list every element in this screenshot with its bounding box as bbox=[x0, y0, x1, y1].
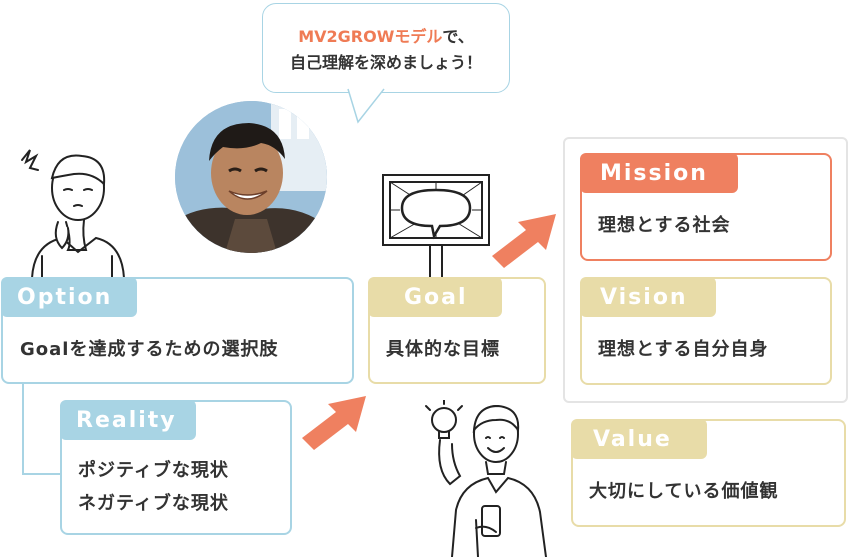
goal-label: Goal bbox=[368, 277, 502, 317]
mission-label: Mission bbox=[580, 153, 738, 193]
vision-label: Vision bbox=[580, 277, 716, 317]
vision-text: 理想とする自分自身 bbox=[598, 339, 769, 360]
bubble-tail bbox=[347, 88, 385, 124]
value-text: 大切にしている価値観 bbox=[589, 481, 779, 502]
bubble-line-2: 自己理解を深めましょう！ bbox=[289, 53, 482, 72]
option-label: Option bbox=[1, 277, 137, 317]
option-text: Goalを達成するための選択肢 bbox=[20, 339, 279, 360]
bubble-line-1-rest: で、 bbox=[442, 27, 474, 46]
arrow-reality-to-goal bbox=[302, 396, 366, 450]
connector-option-reality bbox=[22, 384, 68, 475]
mission-text: 理想とする社会 bbox=[598, 215, 731, 236]
worried-person-illustration bbox=[21, 149, 125, 278]
speech-bubble: MV2GROWモデルで、 自己理解を深めましょう！ bbox=[262, 3, 510, 93]
bubble-highlight: MV2GROWモデル bbox=[298, 27, 443, 46]
goal-text: 具体的な目標 bbox=[386, 339, 500, 360]
bubble-line-1: MV2GROWモデルで、 bbox=[263, 24, 509, 50]
idea-person-illustration bbox=[425, 400, 547, 557]
arrow-goal-to-mission bbox=[492, 214, 556, 268]
reality-line-1: ポジティブな現状 bbox=[78, 460, 229, 481]
reality-label: Reality bbox=[60, 400, 196, 440]
reality-line-2: ネガティブな現状 bbox=[78, 493, 229, 514]
profile-photo bbox=[175, 101, 327, 253]
goal-billboard-illustration bbox=[382, 174, 490, 278]
value-label: Value bbox=[571, 419, 707, 459]
